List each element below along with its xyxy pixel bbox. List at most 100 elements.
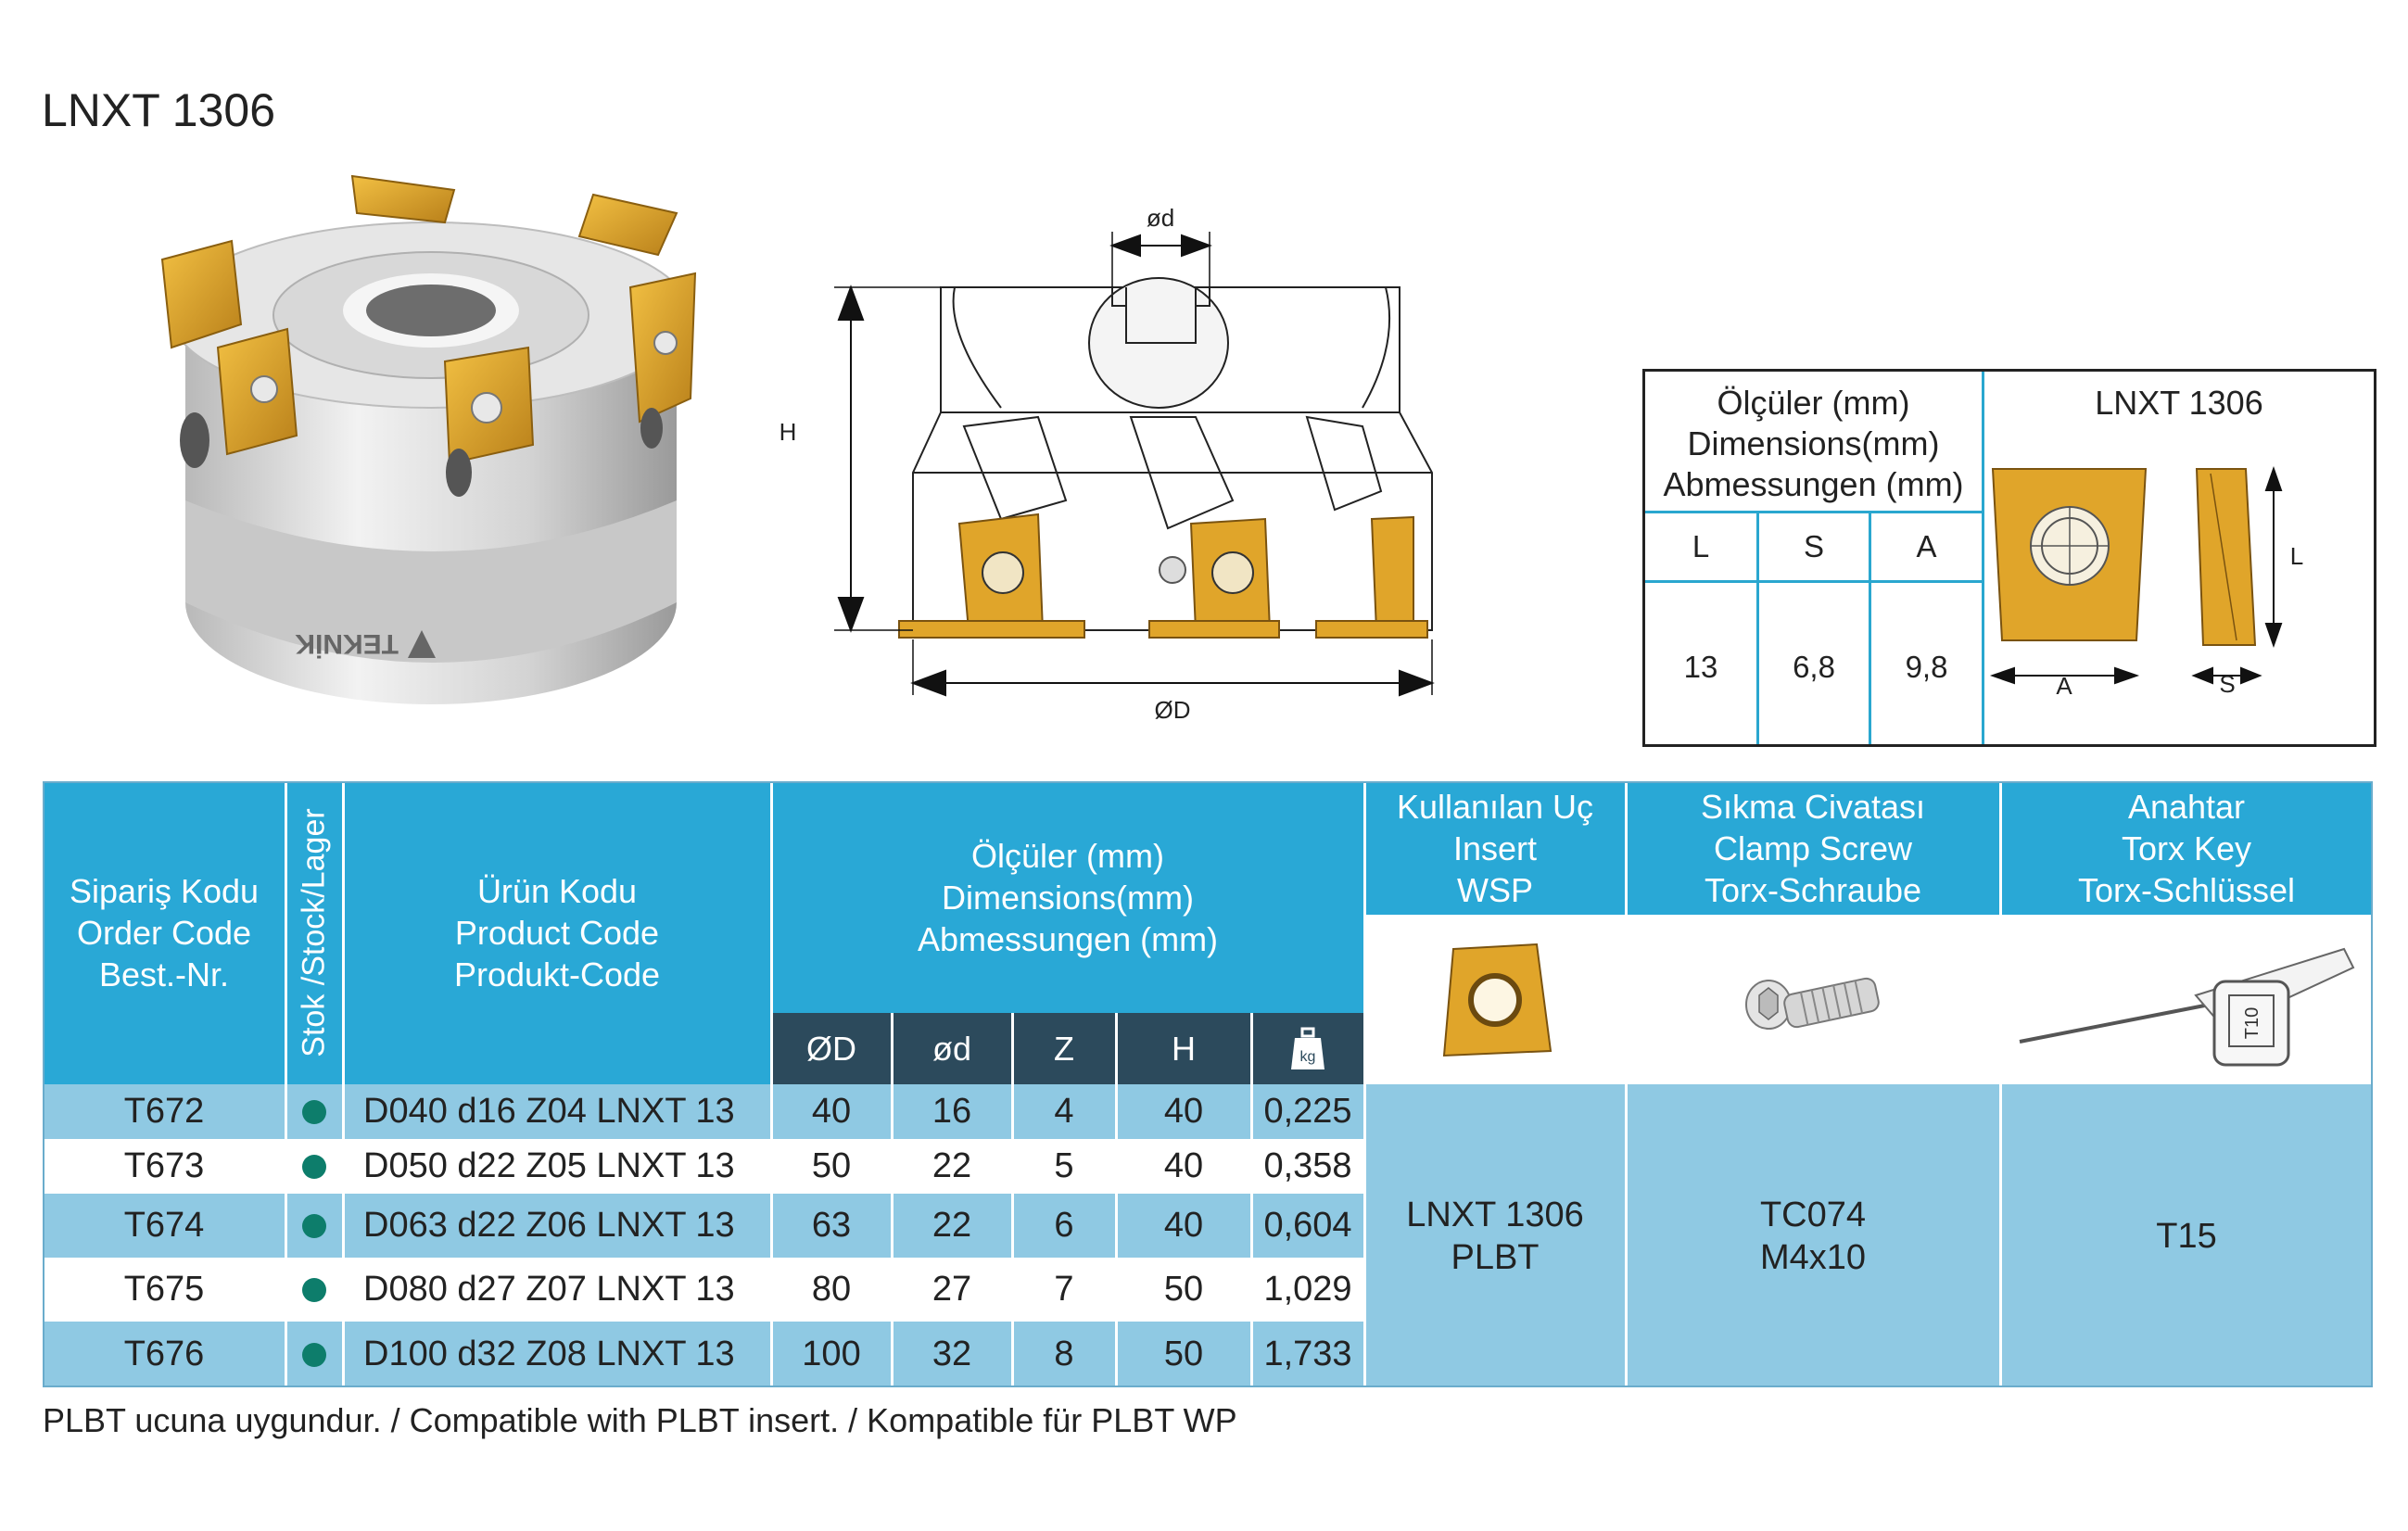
- cell-order-code: T676: [43, 1322, 285, 1387]
- stock-header-text: Stok /Stock/Lager: [296, 808, 332, 1057]
- cell-bore-diameter: 16: [892, 1084, 1012, 1139]
- cell-outer-diameter: 80: [771, 1258, 892, 1322]
- cell-product-code: D050 d22 Z05 LNXT 13: [343, 1139, 771, 1194]
- key-header-de: Torx-Schlüssel: [2077, 871, 2296, 909]
- cell-height: 40: [1116, 1084, 1251, 1139]
- key-value-text: T15: [2156, 1216, 2217, 1256]
- screw-image-cell: [1626, 916, 2000, 1084]
- label-bore-diameter: ød: [1147, 204, 1174, 232]
- cell-order-code: T674: [43, 1194, 285, 1258]
- spec-table: Sipariş Kodu Order Code Best.-Nr. Stok /…: [43, 781, 2373, 1387]
- insert-image-cell: [1364, 916, 1626, 1084]
- col-L: L: [1692, 529, 1710, 563]
- cell-order-code: T672: [43, 1084, 285, 1139]
- stock-cell: [285, 1084, 343, 1139]
- cell-weight: 1,029: [1251, 1258, 1364, 1322]
- cell-teeth-count: 8: [1012, 1322, 1116, 1387]
- in-stock-indicator: [302, 1154, 326, 1179]
- cell-weight: 1,733: [1251, 1322, 1364, 1387]
- insert-header-tr: Kullanılan Uç: [1396, 788, 1594, 826]
- in-stock-indicator: [302, 1099, 326, 1124]
- cell-height: 50: [1116, 1258, 1251, 1322]
- label-height: H: [779, 418, 797, 446]
- value-L: 13: [1683, 650, 1718, 684]
- dimensions-header: Ölçüler (mm) Dimensions(mm) Abmessungen …: [771, 781, 1364, 1013]
- cell-product-code: D040 d16 Z04 LNXT 13: [343, 1084, 771, 1139]
- insert-value-line1: LNXT 1306: [1406, 1195, 1584, 1234]
- clamp-screw-icon: [1745, 977, 1880, 1030]
- cell-bore-diameter: 22: [892, 1194, 1012, 1258]
- product-code-header-de: Produkt-Code: [453, 955, 661, 993]
- page-title: LNXT 1306: [42, 84, 276, 136]
- weight-icon: kg: [1291, 1027, 1324, 1069]
- insert-header: Kullanılan Uç Insert WSP: [1364, 781, 1626, 916]
- key-header-en: Torx Key: [2121, 829, 2252, 867]
- label-outer-diameter: ØD: [1155, 696, 1191, 724]
- cell-weight: 0,604: [1251, 1194, 1364, 1258]
- cell-bore-diameter: 22: [892, 1139, 1012, 1194]
- cell-product-code: D063 d22 Z06 LNXT 13: [343, 1194, 771, 1258]
- screw-value-line2: M4x10: [1759, 1237, 1867, 1277]
- key-header: Anahtar Torx Key Torx-Schlüssel: [2000, 781, 2373, 916]
- technical-drawing: ød H ØD: [779, 204, 1435, 724]
- cell-teeth-count: 4: [1012, 1084, 1116, 1139]
- stock-cell: [285, 1139, 343, 1194]
- cell-outer-diameter: 50: [771, 1139, 892, 1194]
- dims-title: Ölçüler (mm) Dimensions(mm) Abmessungen …: [1645, 383, 1982, 505]
- cell-bore-diameter: 32: [892, 1322, 1012, 1387]
- col-S: S: [1803, 529, 1824, 563]
- cell-height: 40: [1116, 1139, 1251, 1194]
- order-code-header-en: Order Code: [76, 914, 252, 952]
- col-bore-diameter: ød: [892, 1013, 1012, 1084]
- order-code-header-de: Best.-Nr.: [98, 955, 230, 993]
- product-code-header-en: Product Code: [454, 914, 660, 952]
- insert-header-de: WSP: [1456, 871, 1533, 909]
- milling-cutter-image: TEKNİK: [160, 174, 697, 704]
- screw-header-tr: Sıkma Civatası: [1700, 788, 1926, 826]
- key-value: T15: [2000, 1084, 2373, 1387]
- cell-teeth-count: 6: [1012, 1194, 1116, 1258]
- col-A: A: [1916, 529, 1937, 563]
- cell-order-code: T675: [43, 1258, 285, 1322]
- weight-icon-label: kg: [1300, 1049, 1316, 1065]
- cell-height: 40: [1116, 1194, 1251, 1258]
- cell-product-code: D080 d27 Z07 LNXT 13: [343, 1258, 771, 1322]
- in-stock-indicator: [302, 1342, 326, 1367]
- dimensions-header-tr: Ölçüler (mm): [971, 836, 1164, 875]
- dims-title-de: Abmessungen (mm): [1663, 465, 1964, 503]
- cell-outer-diameter: 40: [771, 1084, 892, 1139]
- dimensions-header-de: Abmessungen (mm): [917, 919, 1219, 958]
- cell-outer-diameter: 63: [771, 1194, 892, 1258]
- order-code-header: Sipariş Kodu Order Code Best.-Nr.: [43, 781, 285, 1084]
- cell-product-code: D100 d32 Z08 LNXT 13: [343, 1322, 771, 1387]
- cell-bore-diameter: 27: [892, 1258, 1012, 1322]
- col-height: H: [1116, 1013, 1251, 1084]
- product-code-header: Ürün Kodu Product Code Produkt-Code: [343, 781, 771, 1084]
- screw-header-de: Torx-Schraube: [1704, 871, 1922, 909]
- fig-label-A: A: [2056, 672, 2072, 700]
- dims-title-tr: Ölçüler (mm): [1717, 384, 1910, 422]
- cell-weight: 0,225: [1251, 1084, 1364, 1139]
- product-code-header-tr: Ürün Kodu: [476, 872, 638, 910]
- in-stock-indicator: [302, 1277, 326, 1302]
- insert-value: LNXT 1306 PLBT: [1364, 1084, 1626, 1387]
- insert-value-line2: PLBT: [1451, 1237, 1540, 1277]
- cell-teeth-count: 7: [1012, 1258, 1116, 1322]
- col-weight: kg: [1251, 1013, 1364, 1084]
- insert-header-en: Insert: [1452, 829, 1538, 867]
- dimensions-header-en: Dimensions(mm): [941, 878, 1195, 917]
- footnote: PLBT ucuna uygundur. / Compatible with P…: [43, 1401, 1237, 1439]
- cell-teeth-count: 5: [1012, 1139, 1116, 1194]
- stock-header: Stok /Stock/Lager: [285, 781, 343, 1084]
- cell-order-code: T673: [43, 1139, 285, 1194]
- key-header-tr: Anahtar: [2127, 788, 2246, 826]
- order-code-header-tr: Sipariş Kodu: [69, 872, 260, 910]
- screw-value: TC074 M4x10: [1626, 1084, 2000, 1387]
- in-stock-indicator: [302, 1213, 326, 1238]
- logo-text: TEKNİK: [295, 628, 399, 659]
- cell-outer-diameter: 100: [771, 1322, 892, 1387]
- col-outer-diameter: ØD: [771, 1013, 892, 1084]
- screw-header: Sıkma Civatası Clamp Screw Torx-Schraube: [1626, 781, 2000, 916]
- stock-cell: [285, 1258, 343, 1322]
- fig-label-S: S: [2219, 670, 2235, 698]
